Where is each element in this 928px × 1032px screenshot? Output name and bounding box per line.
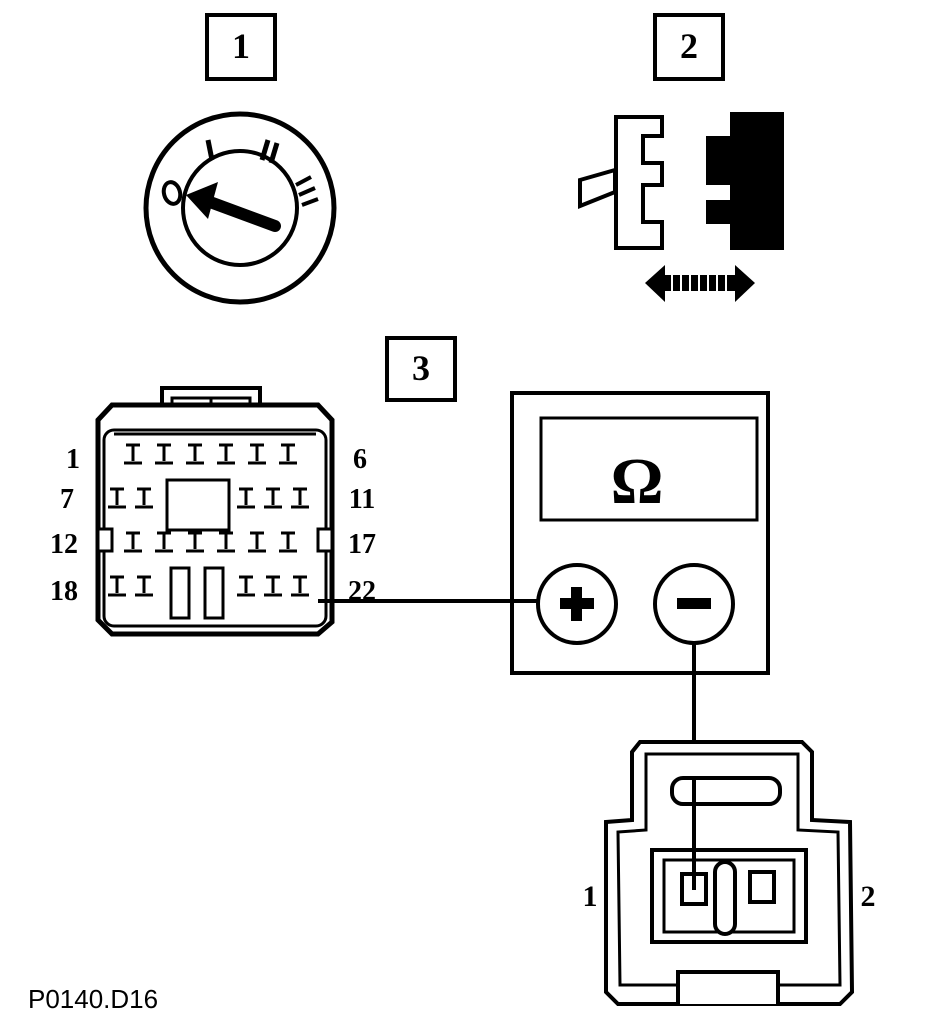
figure-code: P0140.D16 — [28, 984, 158, 1014]
double-arrow-icon — [645, 265, 755, 302]
svg-text:3: 3 — [412, 348, 430, 388]
pin-row-3 — [124, 531, 297, 553]
sensor-pin-label-1: 1 — [583, 880, 598, 913]
pin-number-11: 11 — [349, 484, 375, 515]
pin-number-17: 17 — [348, 529, 376, 560]
pin-row-4 — [108, 575, 309, 597]
ignition-switch — [143, 111, 337, 305]
ohm-symbol: Ω — [611, 445, 664, 518]
ohmmeter: Ω — [510, 391, 770, 675]
pin-number-18: 18 — [50, 576, 78, 607]
pin-row-2 — [108, 487, 309, 509]
step-label-1: 1 — [205, 13, 277, 81]
pin-number-7: 7 — [60, 484, 74, 515]
pin-number-6: 6 — [353, 444, 367, 475]
ecu-connector-pins — [108, 443, 309, 597]
pin-number-12: 12 — [50, 529, 78, 560]
connector-disconnect-icon — [578, 112, 784, 302]
svg-text:2: 2 — [680, 26, 698, 66]
sensor-pin-label-2: 2 — [861, 880, 876, 913]
sensor-pin-2 — [748, 870, 776, 904]
sensor-key — [713, 860, 737, 936]
ecu-connector: 1 7 12 18 6 11 17 22 — [50, 386, 376, 637]
sensor-connector: 1 2 — [583, 740, 876, 1006]
step-label-2: 2 — [653, 13, 725, 81]
step-label-3: 3 — [385, 336, 457, 402]
negative-terminal — [653, 563, 735, 645]
svg-text:1: 1 — [232, 26, 250, 66]
ignition-position-marks — [161, 139, 319, 207]
positive-terminal — [536, 563, 618, 645]
pin-number-1: 1 — [66, 444, 80, 475]
pin-row-1 — [124, 443, 297, 465]
